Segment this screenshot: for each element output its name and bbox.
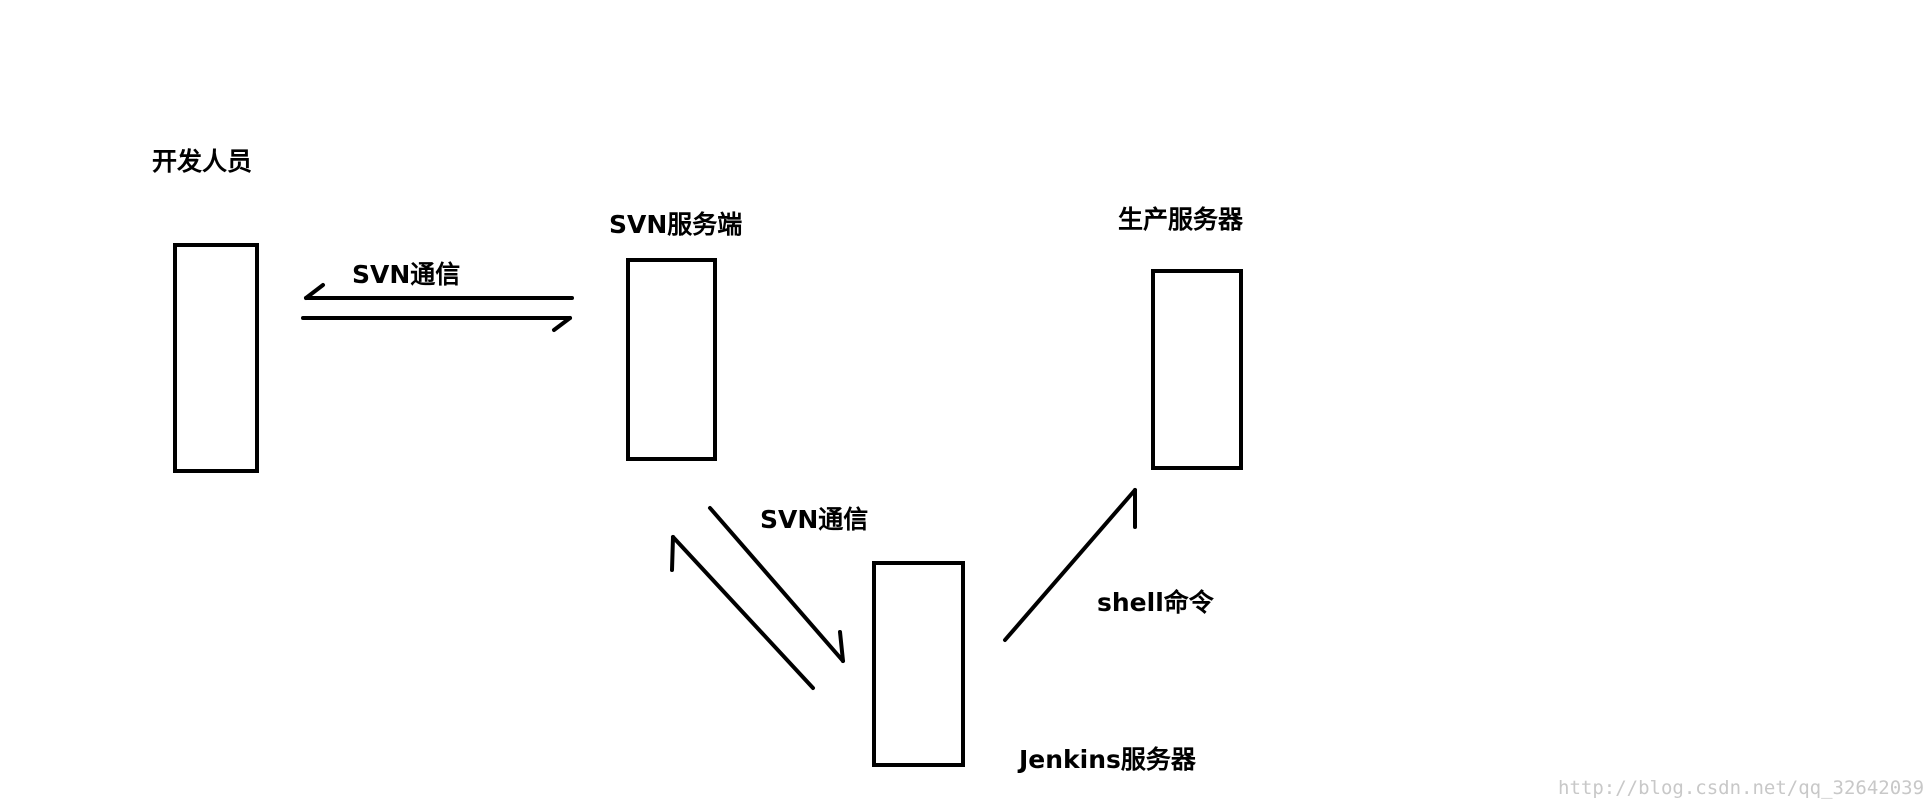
svn-jenkins-arrow-down: [708, 506, 845, 663]
jenkins-prod-edge-label: shell命令: [1097, 588, 1214, 617]
svn-jenkins-arrow-up: [670, 535, 815, 690]
jenkins-prod-arrow: [1003, 488, 1137, 642]
svn-server-box: [626, 258, 717, 461]
jenkins-server-box: [872, 561, 965, 767]
dev-svn-arrow-left: [304, 283, 574, 300]
developer-label: 开发人员: [152, 147, 253, 176]
dev-svn-arrow-right: [301, 316, 572, 332]
developer-box: [173, 243, 259, 473]
svn-jenkins-edge-label: SVN通信: [760, 505, 869, 534]
production-server-label: 生产服务器: [1118, 205, 1244, 234]
production-server-box: [1151, 269, 1243, 470]
dev-svn-edge-label: SVN通信: [352, 260, 461, 289]
jenkins-server-label: Jenkins服务器: [1019, 745, 1196, 774]
watermark-url: http://blog.csdn.net/qq_32642039: [1558, 777, 1924, 799]
svn-server-label: SVN服务端: [609, 210, 743, 239]
